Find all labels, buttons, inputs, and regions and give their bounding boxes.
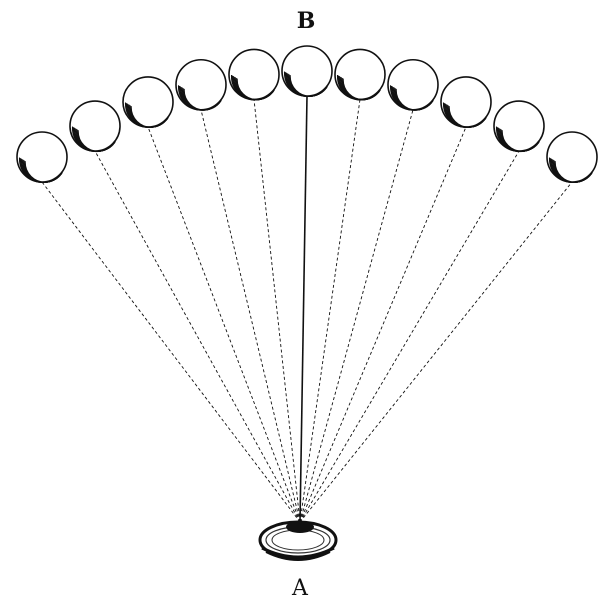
sphere [228, 48, 280, 101]
sphere [493, 100, 545, 153]
ray-line [299, 95, 308, 523]
ray-line [41, 181, 301, 523]
ray-lines [41, 95, 573, 523]
pivot-base [258, 520, 338, 561]
label-b: B [296, 8, 316, 34]
sphere [69, 100, 121, 153]
ray-line [299, 126, 467, 523]
sphere-row [16, 45, 598, 184]
ray-line [200, 109, 301, 523]
ray-line [253, 99, 301, 523]
ray-line [299, 150, 520, 523]
sphere [16, 131, 68, 184]
ray-line [299, 109, 414, 523]
ray-line [299, 181, 573, 523]
sphere [281, 45, 333, 98]
ray-line [299, 99, 361, 523]
label-a: A [292, 576, 308, 601]
sphere [175, 58, 227, 111]
sphere [334, 48, 386, 101]
ray-line [147, 126, 301, 523]
sphere [387, 58, 439, 111]
ray-line [94, 150, 301, 523]
sphere [546, 131, 598, 184]
sphere [440, 76, 492, 129]
sphere [122, 76, 174, 129]
